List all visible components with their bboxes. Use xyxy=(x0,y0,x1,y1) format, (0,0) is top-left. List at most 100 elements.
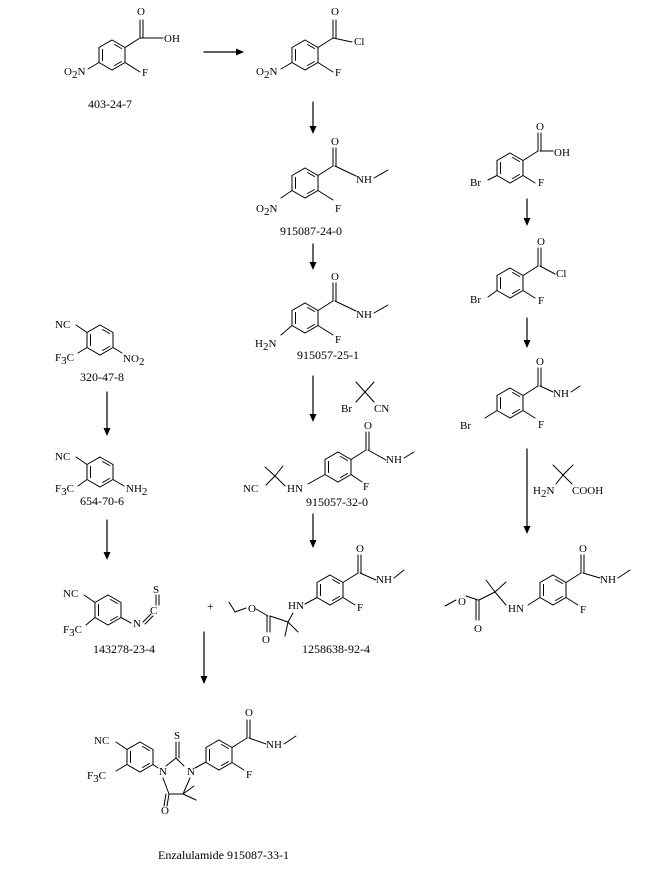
arrow-down xyxy=(103,428,111,436)
svg-text:O: O xyxy=(458,596,466,608)
svg-text:F3C: F3C xyxy=(55,483,74,498)
molecule-1258638-92-4: O NH F HN O O xyxy=(228,543,405,646)
svg-text:NH: NH xyxy=(600,574,616,586)
molecule-bromo-acid: O OH F Br xyxy=(470,121,570,189)
svg-text:C: C xyxy=(150,605,157,617)
arrow-down xyxy=(309,262,317,270)
svg-text:O: O xyxy=(356,543,364,555)
label-654-70-6: 654-70-6 xyxy=(80,494,124,508)
svg-text:O: O xyxy=(364,420,372,432)
arrow-down xyxy=(523,340,531,348)
label-1258638-92-4: 1258638-92-4 xyxy=(302,642,370,656)
svg-text:HN: HN xyxy=(288,600,304,612)
svg-text:N: N xyxy=(123,353,131,365)
svg-text:O: O xyxy=(579,543,587,555)
svg-text:Cl: Cl xyxy=(556,268,566,280)
svg-text:NH: NH xyxy=(376,574,392,586)
svg-text:NC: NC xyxy=(63,588,78,600)
molecule-enzalulamide: NC F3C N S N O O NH F xyxy=(87,707,297,817)
molecule-915057-32-0: O NH F HN NC xyxy=(243,420,415,495)
nitro-group: O2N xyxy=(64,66,85,81)
svg-text:O: O xyxy=(248,603,256,615)
svg-text:O: O xyxy=(262,634,270,646)
svg-text:Br: Br xyxy=(470,294,481,306)
molecule-915087-24-0: O NH F O2N xyxy=(256,136,389,218)
svg-text:CN: CN xyxy=(374,403,389,415)
molecule-acid-chloride-nitro: O Cl F O2N xyxy=(256,6,364,81)
label-143278-23-4: 143278-23-4 xyxy=(93,642,155,656)
svg-text:NC: NC xyxy=(243,483,258,495)
svg-text:O2: O2 xyxy=(131,353,144,368)
svg-text:Cl: Cl xyxy=(354,36,364,48)
label-product: Enzalulamide 915087-33-1 xyxy=(158,848,289,862)
svg-text:F: F xyxy=(246,769,252,781)
svg-text:NH: NH xyxy=(266,739,282,751)
reagent-aminoisobutyric-acid: H2N COOH xyxy=(533,464,603,500)
molecule-320-47-8: NC F3C N O2 xyxy=(55,319,144,368)
molecule-methyl-ester: O NH F HN O O xyxy=(444,543,631,635)
svg-text:O: O xyxy=(331,136,339,148)
label-915057-25-1: 915057-25-1 xyxy=(297,348,359,362)
label-403-24-7: 403-24-7 xyxy=(88,97,132,111)
svg-text:NH: NH xyxy=(356,309,372,321)
svg-text:F: F xyxy=(335,67,341,79)
svg-text:F3C: F3C xyxy=(55,352,74,367)
arrow-down xyxy=(200,676,208,684)
svg-text:O: O xyxy=(331,6,339,18)
svg-text:Br: Br xyxy=(470,177,481,189)
svg-text:NC: NC xyxy=(55,451,70,463)
molecule-403-24-7: O OH F O2N xyxy=(64,6,180,81)
svg-text:NH: NH xyxy=(386,454,402,466)
svg-text:F: F xyxy=(357,602,363,614)
svg-text:S: S xyxy=(153,584,159,596)
svg-text:F3C: F3C xyxy=(63,624,82,639)
svg-text:F: F xyxy=(538,177,544,189)
svg-text:NH: NH xyxy=(356,174,372,186)
atom-f: F xyxy=(142,67,148,79)
svg-text:O: O xyxy=(536,356,544,368)
svg-text:Br: Br xyxy=(460,420,471,432)
label-320-47-8: 320-47-8 xyxy=(80,370,124,384)
svg-text:Br: Br xyxy=(341,403,352,415)
plus-sign: + xyxy=(207,599,214,613)
svg-text:F3C: F3C xyxy=(87,770,106,785)
label-915057-32-0: 915057-32-0 xyxy=(306,495,368,509)
svg-text:O: O xyxy=(331,271,339,283)
arrow-down xyxy=(309,540,317,548)
svg-text:NH2: NH2 xyxy=(126,483,147,498)
molecule-654-70-6: NC F3C NH2 xyxy=(55,451,147,498)
svg-text:O: O xyxy=(161,805,169,817)
svg-text:H2N: H2N xyxy=(255,338,276,353)
svg-text:O2N: O2N xyxy=(256,66,277,81)
svg-text:N: N xyxy=(187,766,195,778)
svg-text:OH: OH xyxy=(554,147,570,159)
molecule-bromo-acid-chloride: O Cl F Br xyxy=(470,236,566,307)
arrow-down xyxy=(523,526,531,534)
svg-text:F: F xyxy=(335,203,341,215)
atom-oh: OH xyxy=(164,33,180,45)
arrow-down xyxy=(309,414,317,422)
svg-text:N: N xyxy=(133,618,141,630)
svg-text:COOH: COOH xyxy=(572,485,603,497)
svg-text:H2N: H2N xyxy=(533,485,554,500)
svg-text:NC: NC xyxy=(55,319,70,331)
arrow-down xyxy=(103,552,111,560)
atom-o: O xyxy=(137,6,145,18)
molecule-143278-23-4: NC F3C N C S xyxy=(63,584,160,639)
svg-text:F: F xyxy=(580,604,586,616)
svg-text:NH: NH xyxy=(553,388,569,400)
svg-text:F: F xyxy=(538,295,544,307)
arrow-down xyxy=(523,218,531,226)
svg-text:HN: HN xyxy=(287,483,303,495)
label-915087-24-0: 915087-24-0 xyxy=(280,224,342,238)
svg-text:O2N: O2N xyxy=(256,203,277,218)
arrow-right xyxy=(236,48,244,56)
svg-text:O: O xyxy=(245,707,253,719)
svg-text:NC: NC xyxy=(94,735,109,747)
svg-text:F: F xyxy=(363,481,369,493)
svg-text:O: O xyxy=(537,236,545,248)
svg-text:O: O xyxy=(536,121,544,133)
svg-text:S: S xyxy=(174,730,180,742)
svg-text:F: F xyxy=(335,334,341,346)
